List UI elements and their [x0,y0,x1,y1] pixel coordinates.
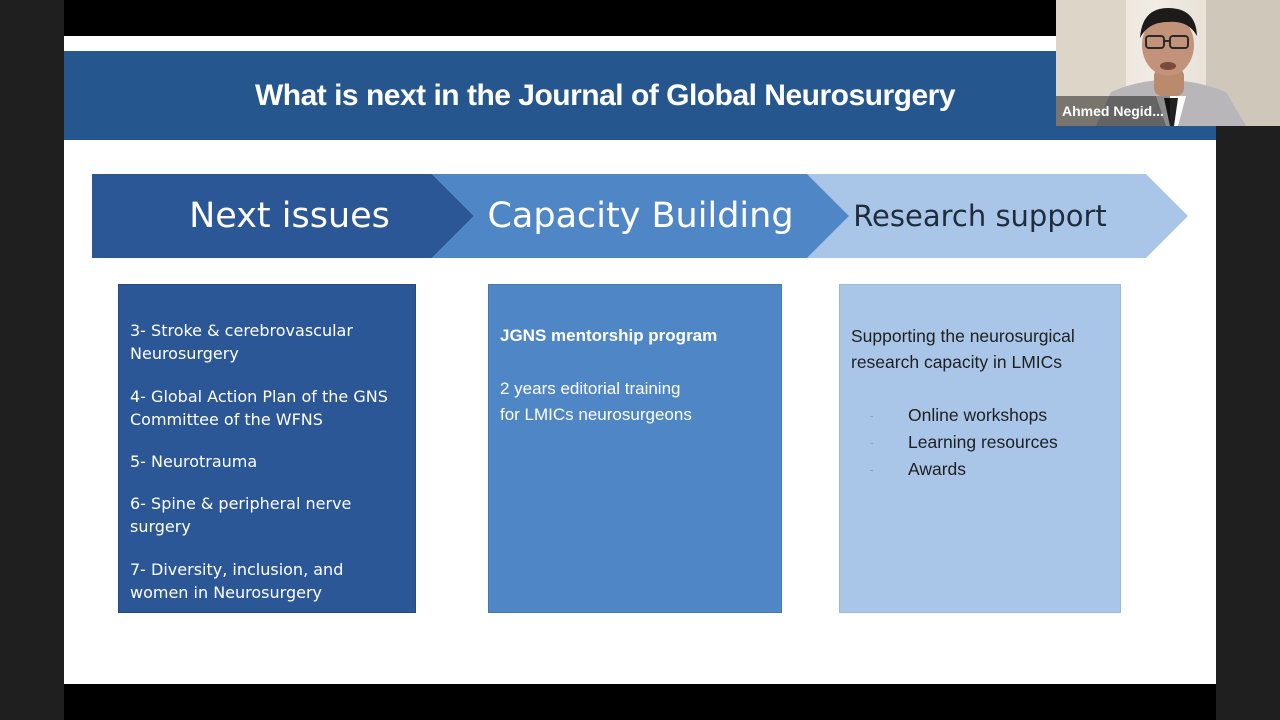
participant-video-feed [1056,0,1280,126]
capacity-building-box: JGNS mentorship program 2 years editoria… [488,284,782,613]
participant-name: Ahmed Negid... [1056,96,1170,126]
bullet-marker-icon [870,416,873,417]
next-issues-box: 3- Stroke & cerebrovascular Neurosurgery… [118,284,416,613]
issue-item: 4- Global Action Plan of the GNS Committ… [130,387,388,429]
research-bullet: Online workshops [908,405,1048,425]
participant-video-tile[interactable]: Ahmed Negid... [1056,0,1280,126]
research-line-1: Supporting the neurosurgical [851,326,1075,346]
top-letterbox [64,0,1216,36]
issue-item: 3- Stroke & cerebrovascular Neurosurgery [130,321,353,363]
slide-title: What is next in the Journal of Global Ne… [254,79,956,112]
research-bullet: Awards [908,459,967,479]
research-line-2: research capacity in LMICs [851,352,1063,372]
issue-item: 6- Spine & peripheral nerve surgery [130,494,352,536]
slide-header: What is next in the Journal of Global Ne… [64,51,1216,140]
arrow-research-support [807,174,1188,258]
bottom-letterbox [64,684,1216,720]
left-letterbox [0,0,64,720]
research-support-box: Supporting the neurosurgical research ca… [839,284,1121,613]
research-bullet: Learning resources [908,432,1058,452]
process-arrows [92,174,1188,258]
arrow-label-next-issues: Next issues [189,196,390,236]
bullet-marker-icon [870,443,873,444]
arrow-next-issues [92,174,474,258]
bullet-marker-icon [870,470,873,471]
arrow-label-capacity-building: Capacity Building [487,196,794,236]
arrow-capacity-building [432,174,849,258]
mentorship-heading: JGNS mentorship program [500,326,718,345]
shared-slide: What is next in the Journal of Global Ne… [64,36,1216,684]
issue-item: 7- Diversity, inclusion, and women in Ne… [130,560,344,602]
arrow-label-research-support: Research support [853,199,1107,233]
mentorship-line-2: for LMICs neurosurgeons [500,405,692,424]
issue-item: 5- Neurotrauma [130,452,258,471]
mentorship-line-1: 2 years editorial training [500,379,681,398]
